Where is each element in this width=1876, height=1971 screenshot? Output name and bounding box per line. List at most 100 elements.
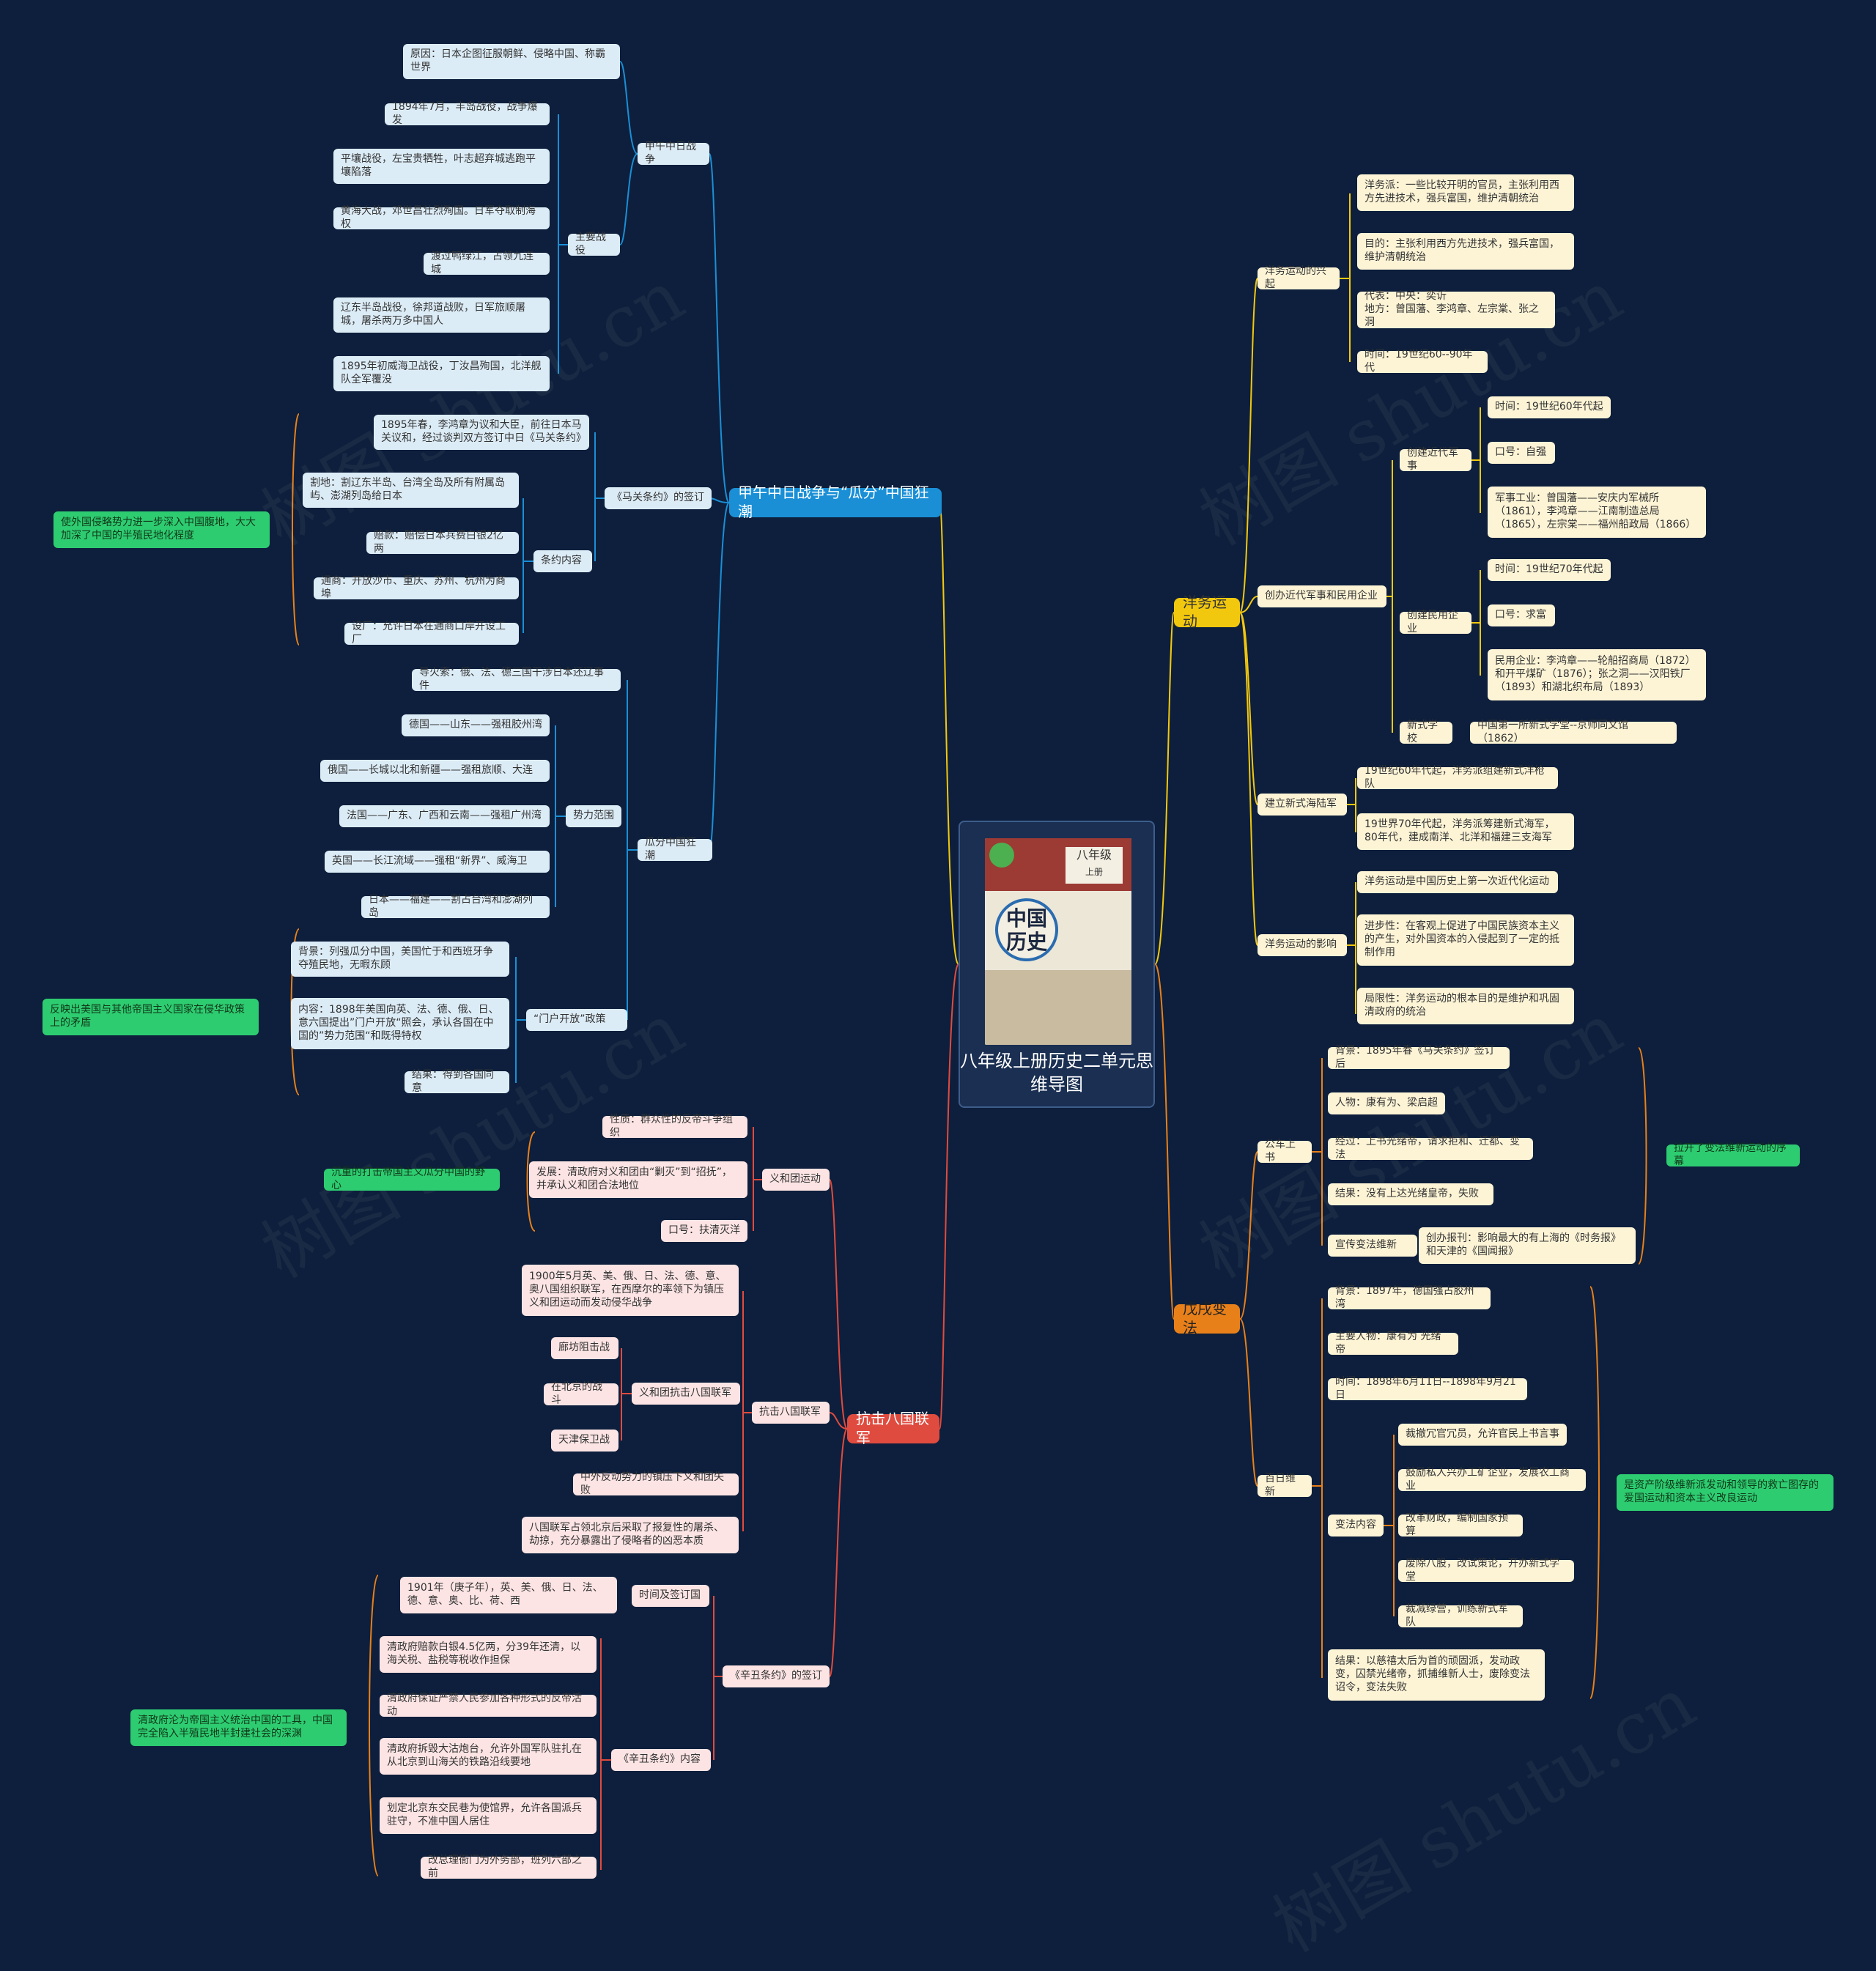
military-item[interactable]: 时间：19世纪60年代起 — [1488, 396, 1611, 418]
node-war-cause[interactable]: 原因：日本企图征服朝鲜、侵略中国、称霸世界 — [403, 44, 620, 79]
reform-item[interactable]: 背景：1897年，德国强占胶州湾 — [1328, 1285, 1491, 1310]
opendoor-effect[interactable]: 反映出美国与其他帝国主义国家在侵华政策上的矛盾 — [43, 999, 259, 1035]
branch-eight-nation-alliance[interactable]: 抗击八国联军 — [847, 1410, 939, 1446]
resist-item[interactable]: 中外反动势力的镇压下义和团失败 — [573, 1471, 739, 1496]
term-item[interactable]: 通商：开放沙市、重庆、苏州、杭州为商埠 — [314, 575, 519, 600]
battle-item[interactable]: 黄海大战，邓世昌壮烈殉国。日军夺取制海权 — [333, 205, 550, 230]
content-item[interactable]: 划定北京东交民巷为使馆界，允许各国派兵驻守，不准中国人居住 — [380, 1797, 597, 1834]
sphere-item[interactable]: 德国——山东——强租胶州湾 — [402, 714, 550, 736]
node-partition[interactable]: 瓜分中国狂潮 — [638, 837, 712, 862]
reform-item[interactable]: 时间：1898年6月11日--1898年9月21日 — [1328, 1376, 1527, 1401]
civil-item[interactable]: 口号：求富 — [1488, 604, 1555, 626]
boxer-item[interactable]: 口号：扶清灭洋 — [661, 1220, 747, 1242]
sphere-item[interactable]: 法国——广东、广西和云南——强租广州湾 — [339, 805, 550, 827]
node-opendoor[interactable]: “门户开放”政策 — [526, 1009, 627, 1031]
reform-effect[interactable]: 是资产阶级维新派发动和领导的救亡图存的爱国运动和资本主义改良运动 — [1617, 1474, 1833, 1511]
node-impact[interactable]: 洋务运动的影响 — [1258, 934, 1347, 956]
resist-item[interactable]: 1900年5月英、美、俄、日、法、德、意、奥八国组织联军，在西摩尔的率领下为镇压… — [522, 1265, 739, 1316]
node-time-label[interactable]: 时间及签订国 — [632, 1585, 709, 1607]
boxer-item[interactable]: 性质：群众性的反帝斗争组织 — [602, 1114, 747, 1139]
fight-item[interactable]: 在北京的战斗 — [544, 1381, 618, 1406]
node-treaty[interactable]: 《马关条约》的签订 — [605, 487, 712, 509]
impact-item[interactable]: 洋务运动是中国历史上第一次近代化运动 — [1357, 871, 1558, 893]
opendoor-item[interactable]: 内容：1898年美国向英、法、德、俄、日、意六国提出”门户开放“照会，承认各国在… — [291, 998, 509, 1049]
civil-item[interactable]: 时间：19世纪70年代起 — [1488, 559, 1611, 581]
battle-item[interactable]: 1894年7月，丰岛战役，战争爆发 — [385, 101, 550, 126]
sphere-item[interactable]: 英国——长江流域——强租“新界”、威海卫 — [325, 851, 550, 873]
petition-item[interactable]: 背景：1895年春《马关条约》签订后 — [1328, 1045, 1510, 1070]
sphere-item[interactable]: 日本——福建——割占台湾和澎湖列岛 — [361, 894, 550, 919]
node-treaty-sign[interactable]: 1895年春，李鸿章为议和大臣，前往日本马关议和，经过谈判双方签订中日《马关条约… — [374, 415, 589, 450]
term-item[interactable]: 赔款：赔偿日本兵费白银2亿两 — [366, 530, 519, 555]
branch-westernization[interactable]: 洋务运动 — [1174, 593, 1240, 630]
petition-item[interactable]: 经过：上书光绪帝，请求拒和、迁都、变法 — [1328, 1136, 1533, 1161]
node-rise[interactable]: 洋务运动的兴起 — [1258, 265, 1340, 290]
node-petition[interactable]: 公车上书 — [1258, 1139, 1312, 1164]
node-school[interactable]: 新式学校 — [1400, 720, 1452, 744]
battle-item[interactable]: 辽东半岛战役，徐邦道战败，日军旅顺屠城，屠杀两万多中国人 — [333, 297, 550, 333]
rise-item[interactable]: 代表：中央：奕䜣 地方：曾国藩、李鸿章、左宗棠、张之洞 — [1357, 290, 1555, 328]
node-civil[interactable]: 创建民用企业 — [1400, 610, 1471, 635]
node-fight-label[interactable]: 义和团抗击八国联军 — [632, 1383, 740, 1405]
node-xinchou[interactable]: 《辛丑条约》的签订 — [723, 1665, 830, 1687]
node-boxer[interactable]: 义和团运动 — [762, 1169, 830, 1191]
sphere-item[interactable]: 俄国——长城以北和新疆——强租旅顺、大连 — [320, 760, 550, 782]
battle-item[interactable]: 1895年初威海卫战役，丁汝昌殉国，北洋舰队全军覆没 — [333, 356, 550, 391]
node-reform-label[interactable]: 变法内容 — [1328, 1515, 1384, 1537]
rise-item[interactable]: 洋务派：一些比较开明的官员，主张利用西方先进技术，强兵富国，维护清朝统治 — [1357, 174, 1574, 211]
petition-effect[interactable]: 拉开了变法维新运动的序幕 — [1666, 1142, 1800, 1167]
reform-content[interactable]: 裁减绿营，训练新式军队 — [1398, 1603, 1523, 1628]
node-reform[interactable]: 百日维新 — [1258, 1473, 1312, 1498]
civil-item[interactable]: 民用企业：李鸿章——轮船招商局（1872）和开平煤矿（1876）；张之洞——汉阳… — [1488, 649, 1706, 700]
term-item[interactable]: 设厂：允许日本在通商口岸开设工厂 — [344, 621, 519, 646]
node-military[interactable]: 创建近代军事 — [1400, 447, 1471, 472]
node-industry[interactable]: 创办近代军事和民用企业 — [1258, 585, 1386, 607]
fight-item[interactable]: 廊坊阻击战 — [551, 1337, 618, 1359]
reform-content[interactable]: 鼓励私人兴办工矿企业，发展农工商业 — [1398, 1467, 1586, 1492]
opendoor-item[interactable]: 背景：列强瓜分中国，美国忙于和西班牙争夺殖民地，无暇东顾 — [291, 942, 509, 977]
rise-item[interactable]: 目的：主张利用西方先进技术，强兵富国，维护清朝统治 — [1357, 233, 1574, 270]
boxer-item[interactable]: 发展：清政府对义和团由“剿灭”到“招抚”，并承认义和团合法地位 — [529, 1161, 747, 1198]
node-war[interactable]: 甲午中日战争 — [638, 141, 709, 166]
content-item[interactable]: 清政府赔款白银4.5亿两，分39年还清，以海关税、盐税等税收作担保 — [380, 1636, 597, 1673]
propaganda-item[interactable]: 创办报刊：影响最大的有上海的《时务报》和天津的《国闻报》 — [1419, 1227, 1636, 1264]
battle-item[interactable]: 渡过鸭绿江，占领九连城 — [424, 251, 550, 276]
node-sphere-label[interactable]: 势力范围 — [566, 805, 621, 827]
center-node[interactable]: 八年级上册 中国历史 八年级上册历史二单元思维导图 — [959, 821, 1155, 1108]
node-navy[interactable]: 建立新式海陆军 — [1258, 794, 1347, 816]
content-item[interactable]: 清政府保证严禁人民参加各种形式的反帝活动 — [380, 1693, 597, 1717]
reform-content[interactable]: 裁撤冗官冗员，允许官民上书言事 — [1398, 1424, 1567, 1446]
school-item[interactable]: 中国第一所新式学堂--京师同文馆（1862） — [1470, 720, 1677, 744]
military-item[interactable]: 口号：自强 — [1488, 442, 1555, 464]
xinchou-effect[interactable]: 清政府沦为帝国主义统治中国的工具，中国完全陷入半殖民地半封建社会的深渊 — [130, 1709, 347, 1746]
impact-item[interactable]: 局限性：洋务运动的根本目的是维护和巩固清政府的统治 — [1357, 988, 1574, 1024]
branch-wuxu-reform[interactable]: 戊戌变法 — [1174, 1300, 1240, 1336]
reform-content[interactable]: 废除八股，改试策论，开办新式学堂 — [1398, 1558, 1574, 1583]
military-item[interactable]: 军事工业：曾国藩——安庆内军械所（1861），李鸿章——江南制造总局（1865）… — [1488, 487, 1706, 538]
node-resist[interactable]: 抗击八国联军 — [752, 1402, 830, 1424]
node-propaganda[interactable]: 宣传变法维新 — [1328, 1235, 1417, 1257]
resist-item[interactable]: 八国联军占领北京后采取了报复性的屠杀、劫掠，充分暴露出了侵略者的凶恶本质 — [522, 1517, 739, 1553]
battle-item[interactable]: 平壤战役，左宝贵牺牲，叶志超弃城逃跑平壤陷落 — [333, 149, 550, 184]
reform-content[interactable]: 改革财政，编制国家预算 — [1398, 1512, 1523, 1537]
reform-item[interactable]: 结果：以慈禧太后为首的顽固派，发动政变，囚禁光绪帝，抓捕维新人士，废除变法诏令，… — [1328, 1649, 1545, 1701]
navy-item[interactable]: 19世纪60年代起，洋务派组建新式洋枪队 — [1357, 765, 1558, 790]
fight-item[interactable]: 天津保卫战 — [551, 1430, 618, 1452]
rise-item[interactable]: 时间：19世纪60--90年代 — [1357, 349, 1488, 374]
boxer-effect[interactable]: 沉重的打击帝国主义瓜分中国的野心 — [324, 1166, 500, 1191]
node-terms-label[interactable]: 条约内容 — [533, 550, 592, 572]
node-content-label[interactable]: 《辛丑条约》内容 — [611, 1749, 711, 1771]
node-fuse[interactable]: 导火索：俄、法、德三国干涉日本还辽事件 — [412, 667, 621, 692]
petition-item[interactable]: 人物：康有为、梁启超 — [1328, 1092, 1445, 1114]
treaty-effect[interactable]: 使外国侵略势力进一步深入中国腹地，大大加深了中国的半殖民地化程度 — [53, 511, 270, 548]
branch-sino-japanese-war[interactable]: 甲午中日战争与“瓜分”中国狂潮 — [729, 484, 942, 520]
navy-item[interactable]: 19世界70年代起，洋务派筹建新式海军，80年代，建成南洋、北洋和福建三支海军 — [1357, 813, 1574, 850]
content-item[interactable]: 改总理衙门为外务部，班列六部之前 — [421, 1854, 597, 1879]
content-item[interactable]: 清政府拆毁大沽炮台，允许外国军队驻扎在从北京到山海关的铁路沿线要地 — [380, 1738, 597, 1775]
node-battles-label[interactable]: 主要战役 — [568, 232, 620, 256]
impact-item[interactable]: 进步性：在客观上促进了中国民族资本主义的产生，对外国资本的入侵起到了一定的抵制作… — [1357, 914, 1574, 966]
reform-item[interactable]: 主要人物：康有为 光绪帝 — [1328, 1331, 1458, 1356]
time-item[interactable]: 1901年（庚子年），英、美、俄、日、法、德、意、奥、比、荷、西 — [400, 1577, 617, 1613]
petition-item[interactable]: 结果：没有上达光绪皇帝，失败 — [1328, 1183, 1493, 1205]
opendoor-item[interactable]: 结果：得到各国同意 — [405, 1069, 509, 1094]
